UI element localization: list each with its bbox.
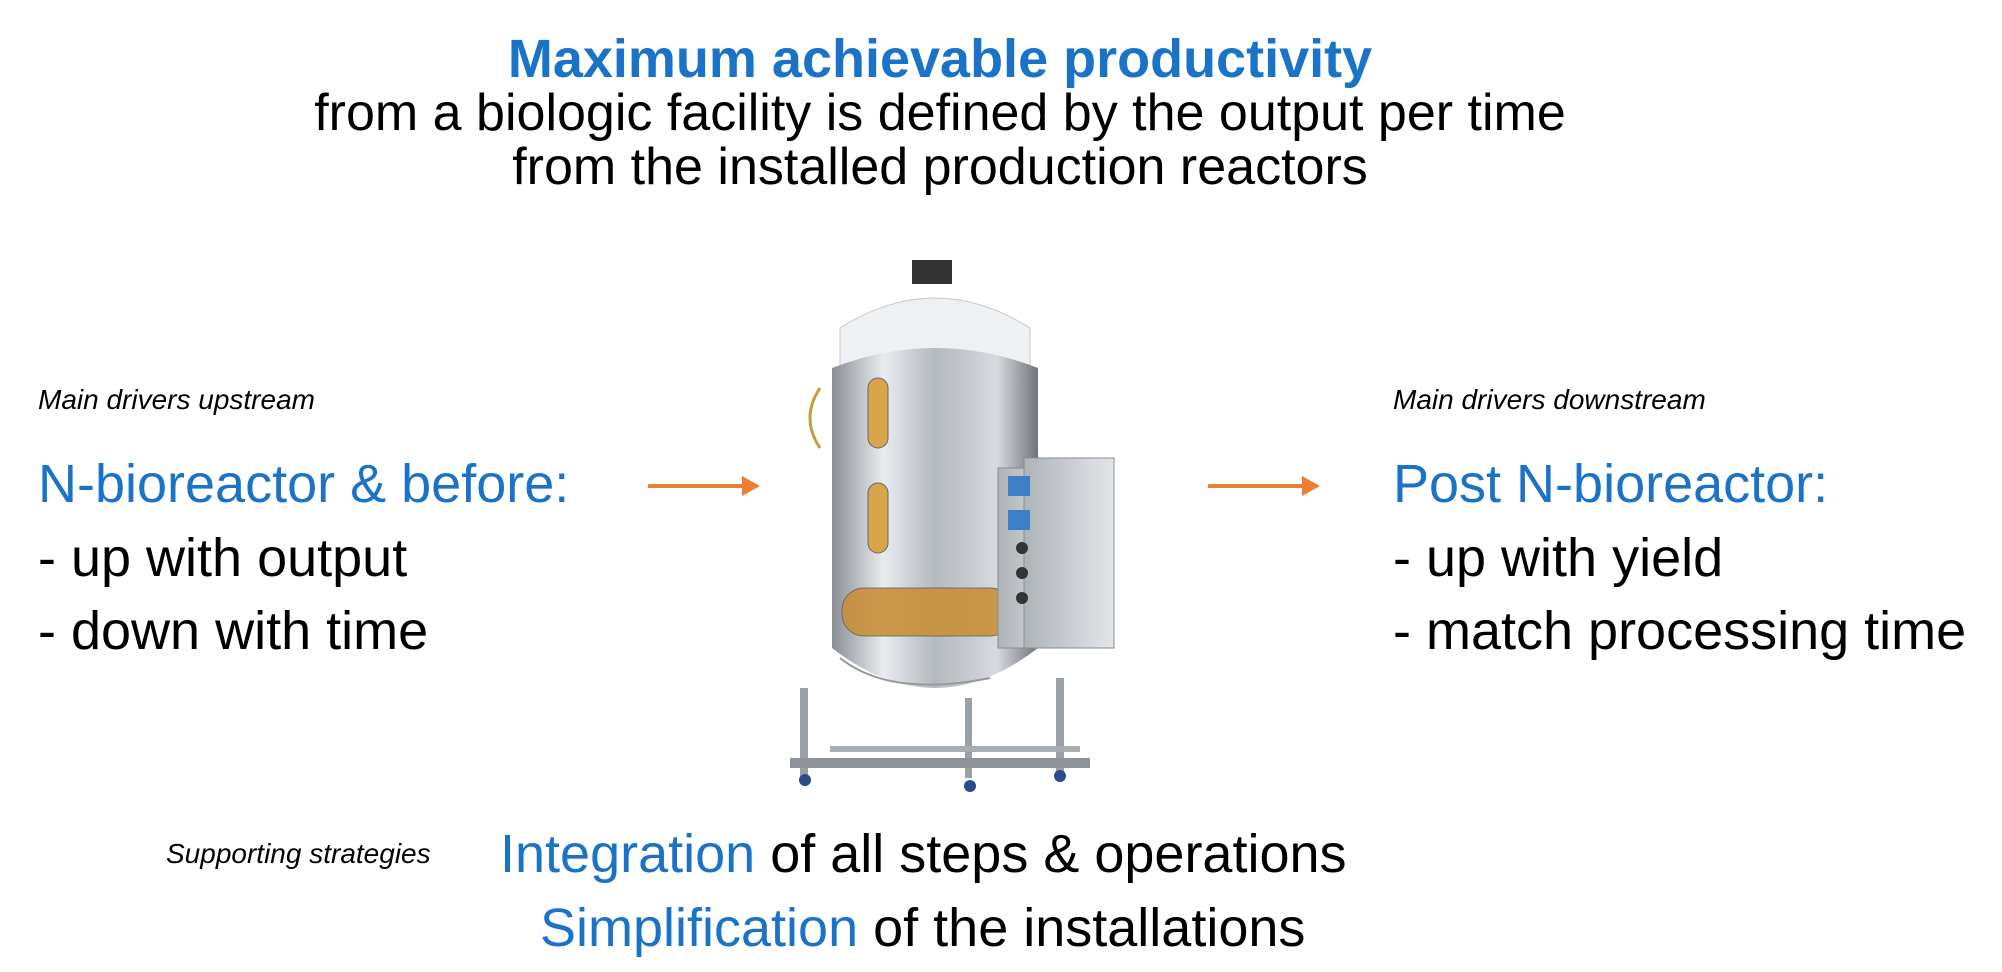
page-title: Maximum achievable productivity: [507, 29, 1373, 89]
upstream-item-2: - down with time: [38, 601, 429, 661]
subtitle-line-1: from a biologic facility is defined by t…: [314, 84, 1566, 142]
upstream-item-1: - up with output: [38, 528, 408, 588]
downstream-item-1: - up with yield: [1393, 528, 1724, 588]
downstream-heading: Post N-bioreactor:: [1393, 454, 1829, 514]
simplification-rest: of the installations: [858, 898, 1306, 958]
arrow-right-icon: [1208, 476, 1320, 496]
downstream-item-2: - match processing time: [1393, 601, 1967, 661]
upstream-heading: N-bioreactor & before:: [38, 454, 570, 514]
supporting-line-2: Simplification of the installations: [540, 900, 1305, 956]
integration-keyword: Integration: [500, 824, 756, 884]
downstream-caption: Main drivers downstream: [1393, 384, 1706, 415]
arrow-right-icon: [648, 476, 760, 496]
upstream-caption: Main drivers upstream: [38, 384, 315, 415]
bioreactor-image: [770, 258, 1120, 794]
subtitle-line-2: from the installed production reactors: [512, 138, 1368, 196]
supporting-line-1: Integration of all steps & operations: [500, 826, 1347, 882]
integration-rest: of all steps & operations: [755, 824, 1347, 884]
supporting-caption: Supporting strategies: [166, 838, 431, 869]
simplification-keyword: Simplification: [540, 898, 859, 958]
